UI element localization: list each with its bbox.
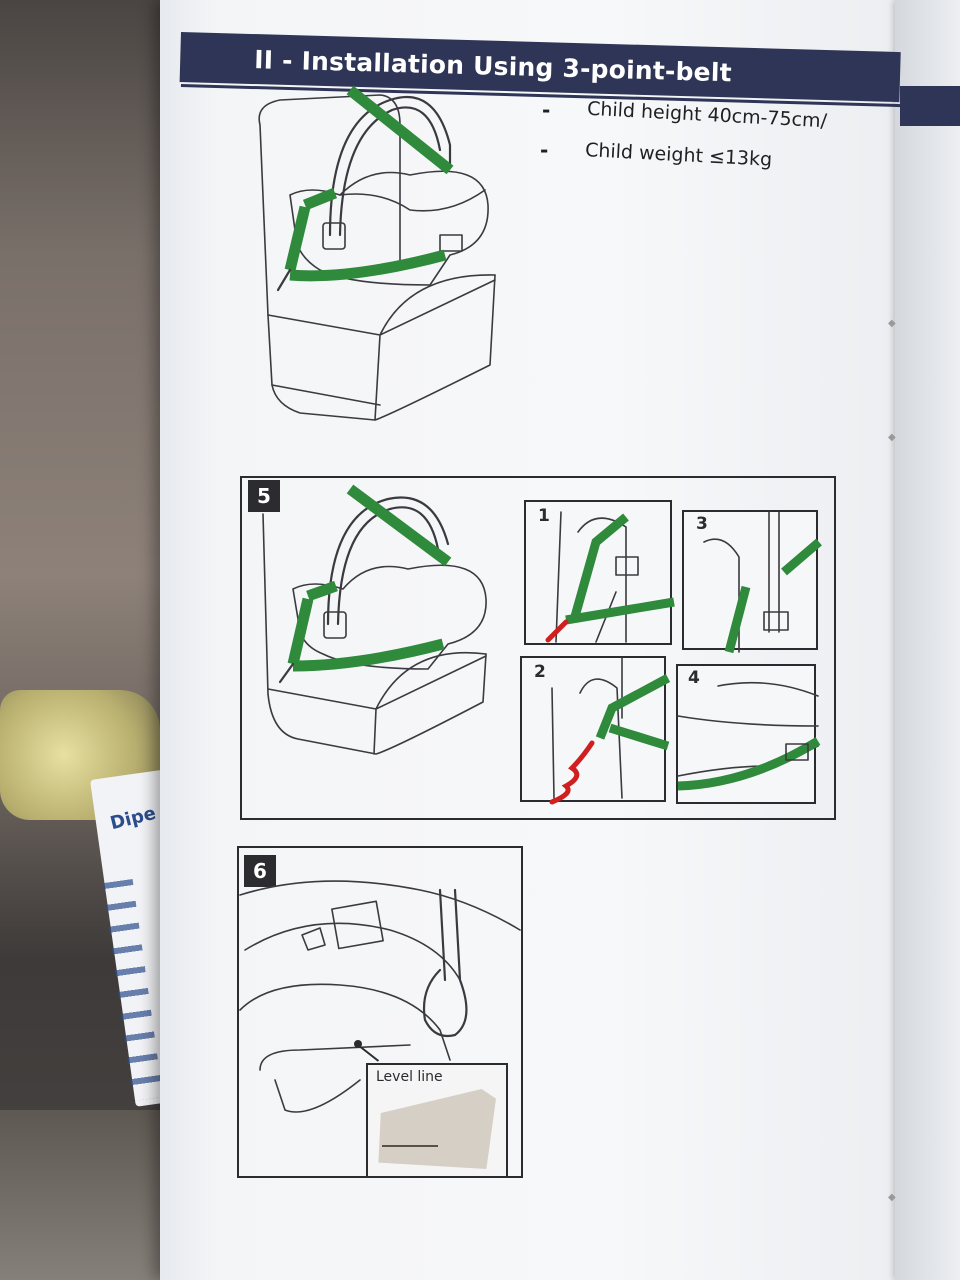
vehicle-seat-outline (262, 513, 487, 755)
vehicle-seat-cushion (267, 651, 487, 755)
carrier-handle-pivot (422, 888, 468, 1038)
shoulder-belt (346, 85, 454, 175)
lap-belt (677, 737, 821, 791)
lap-belt (292, 638, 445, 672)
next-page-edge (895, 0, 960, 1280)
requirement-bullet: - (542, 98, 551, 122)
belt-routing (595, 674, 671, 751)
insert-arrow (545, 619, 569, 643)
level-line-marker (382, 1145, 438, 1147)
carrier-handle (326, 496, 450, 626)
carrier-base-detail (677, 681, 819, 777)
buckle (276, 268, 292, 292)
carrier-shell (292, 564, 487, 670)
section-title: II - Installation Using 3-point-belt (253, 44, 733, 87)
lap-belt (289, 249, 447, 282)
insert-arrow (549, 740, 595, 805)
step-6-illustration (239, 880, 521, 1113)
carrier-handle-inner (336, 506, 440, 626)
substep-number: 3 (696, 514, 708, 534)
step-5-badge: 5 (248, 480, 280, 512)
level-indicator-dot (354, 1040, 362, 1048)
belt-routing (565, 513, 675, 625)
substep-number: 2 (534, 662, 546, 682)
belt-lap-front (287, 580, 338, 666)
vehicle-seat-cushion (267, 274, 496, 421)
belt-guide (763, 611, 789, 631)
substep-3-illustration (703, 511, 822, 654)
stitch-mark: ◆ (888, 318, 896, 329)
carrier-handle-inner (338, 106, 442, 237)
belt-guide (322, 222, 346, 250)
carrier-seat (244, 922, 461, 981)
substep-number: 1 (538, 506, 550, 526)
substep-2-illustration (549, 657, 671, 805)
belt-guide (323, 611, 347, 639)
carrier-label (439, 234, 463, 252)
carrier-handle-detail (703, 511, 780, 653)
belt-guide (615, 556, 639, 576)
level-line-label: Level line (376, 1069, 443, 1085)
stitch-mark: ◆ (888, 432, 896, 443)
carrier-handle (328, 95, 452, 237)
carrier-back (239, 880, 521, 931)
belt-lap-front (284, 187, 338, 272)
level-line-swatch (378, 1089, 496, 1169)
belt-guide (785, 743, 809, 761)
next-page-header-band (900, 86, 960, 126)
installation-overview-illustration (258, 85, 496, 421)
substep-2-panel: 2 (520, 656, 671, 805)
level-line-callout: Level line (366, 1063, 508, 1178)
harness-buckle (331, 900, 384, 950)
background-floor (0, 1110, 180, 1280)
shoulder-belt (346, 484, 452, 567)
carrier-rim (339, 189, 486, 212)
requirement-bullet: - (540, 138, 549, 162)
substep-1-panel: 1 (524, 500, 675, 645)
carrier-base (259, 1044, 411, 1113)
substep-number: 4 (688, 668, 700, 688)
step-5-illustration (262, 484, 487, 755)
seat-detail (551, 657, 623, 799)
step-5-panel (240, 476, 836, 820)
harness-clip (301, 927, 326, 951)
buckle (278, 662, 295, 684)
step-6-badge: 6 (244, 855, 276, 887)
stitch-mark: ◆ (888, 1192, 896, 1203)
carrier-shell (289, 170, 489, 286)
substep-4-panel: 4 (676, 664, 821, 804)
belt-routing (724, 538, 822, 654)
substep-4-illustration (677, 681, 821, 791)
substep-3-panel: 3 (682, 510, 822, 654)
substep-1-illustration (545, 511, 675, 643)
